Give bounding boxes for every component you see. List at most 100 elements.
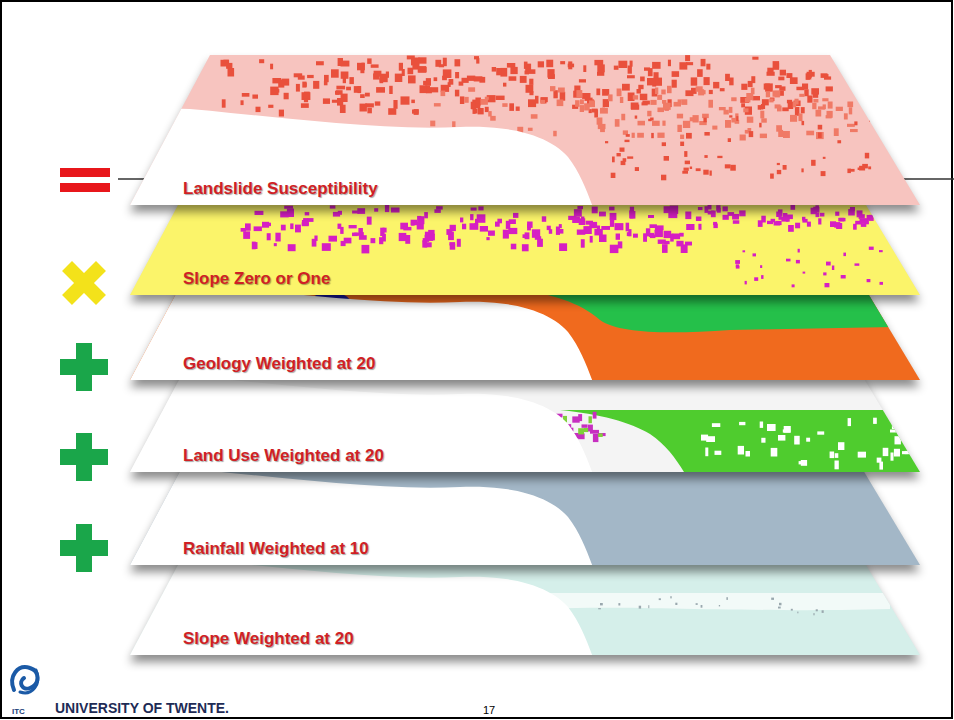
map-patch	[399, 63, 403, 71]
map-patch	[575, 100, 580, 107]
map-patch	[826, 86, 833, 91]
map-patch	[546, 60, 553, 67]
map-patch	[672, 71, 680, 77]
map-patch	[618, 603, 620, 605]
map-patch	[696, 603, 698, 605]
map-patch	[316, 61, 324, 65]
page-number: 17	[483, 704, 495, 716]
map-patch	[715, 451, 722, 455]
layer-label: Land Use Weighted at 20	[183, 446, 384, 466]
map-patch	[222, 99, 226, 107]
map-patch	[661, 175, 666, 181]
map-patch	[420, 85, 427, 93]
equals-bar	[60, 183, 110, 192]
layer-label: Geology Weighted at 20	[183, 354, 375, 374]
map-patch	[477, 214, 486, 223]
map-patch	[243, 231, 250, 239]
map-patch	[341, 94, 348, 102]
map-patch	[455, 72, 459, 78]
map-patch	[367, 58, 371, 64]
map-patch	[894, 449, 900, 457]
map-patch	[783, 165, 787, 170]
map-patch	[738, 446, 744, 455]
map-patch	[274, 243, 277, 246]
map-patch	[579, 79, 586, 82]
map-patch	[474, 56, 479, 59]
map-patch	[446, 229, 452, 235]
map-patch	[618, 241, 623, 248]
layer-label: Landslide Susceptibility	[183, 179, 378, 199]
map-patch	[670, 596, 671, 598]
map-patch	[828, 102, 833, 109]
map-patch	[677, 125, 682, 132]
map-patch	[795, 223, 800, 229]
map-patch	[652, 62, 661, 69]
map-patch	[796, 87, 804, 91]
map-patch	[480, 226, 488, 232]
map-patch	[753, 96, 761, 100]
map-patch	[838, 442, 844, 450]
times-bar	[62, 261, 106, 305]
map-patch	[336, 86, 345, 90]
map-patch	[840, 218, 846, 221]
map-patch	[622, 84, 630, 91]
map-patch	[686, 133, 692, 139]
map-patch	[778, 607, 781, 609]
map-patch	[597, 72, 604, 76]
map-patch	[468, 87, 475, 92]
map-patch	[740, 135, 746, 141]
map-patch	[513, 213, 518, 218]
map-patch	[648, 605, 649, 608]
map-patch	[628, 66, 632, 74]
map-patch	[736, 116, 738, 121]
map-patch	[760, 265, 762, 268]
map-patch	[270, 64, 273, 70]
map-patch	[709, 90, 713, 94]
sea-area	[120, 374, 596, 482]
map-patch	[313, 81, 319, 89]
map-patch	[858, 452, 866, 458]
map-patch	[760, 134, 767, 139]
map-patch	[912, 443, 921, 450]
map-patch	[547, 226, 551, 230]
map-patch	[509, 228, 518, 234]
map-patch	[773, 91, 781, 97]
map-patch	[580, 99, 584, 104]
map-patch	[824, 76, 831, 79]
map-patch	[706, 64, 710, 70]
map-patch	[822, 610, 824, 613]
map-patch	[683, 121, 690, 128]
map-patch	[684, 168, 689, 171]
map-patch	[830, 221, 836, 227]
map-patch	[767, 424, 776, 431]
map-patch	[436, 206, 443, 209]
map-patch	[830, 452, 835, 459]
map-patch	[598, 608, 601, 609]
equals-sign	[60, 168, 110, 192]
map-patch	[642, 102, 648, 105]
map-patch	[890, 430, 897, 433]
map-patch	[635, 116, 638, 119]
map-patch	[817, 431, 824, 434]
map-patch	[780, 70, 786, 76]
map-patch	[712, 126, 717, 130]
map-patch	[335, 91, 339, 95]
map-patch	[670, 234, 674, 242]
map-patch	[658, 108, 664, 112]
map-patch	[758, 220, 763, 227]
map-patch	[873, 418, 877, 424]
map-patch	[853, 224, 857, 230]
map-patch	[252, 95, 258, 99]
map-patch	[892, 424, 896, 429]
map-patch	[723, 206, 728, 211]
map-patch	[864, 218, 869, 224]
map-patch	[419, 67, 427, 73]
map-patch	[724, 110, 729, 115]
map-patch	[408, 68, 414, 75]
map-patch	[739, 422, 745, 425]
map-patch	[662, 100, 666, 104]
page-number-holder: 17	[483, 700, 495, 718]
map-patch	[302, 82, 306, 88]
map-patch	[825, 283, 830, 287]
map-patch	[865, 153, 869, 159]
